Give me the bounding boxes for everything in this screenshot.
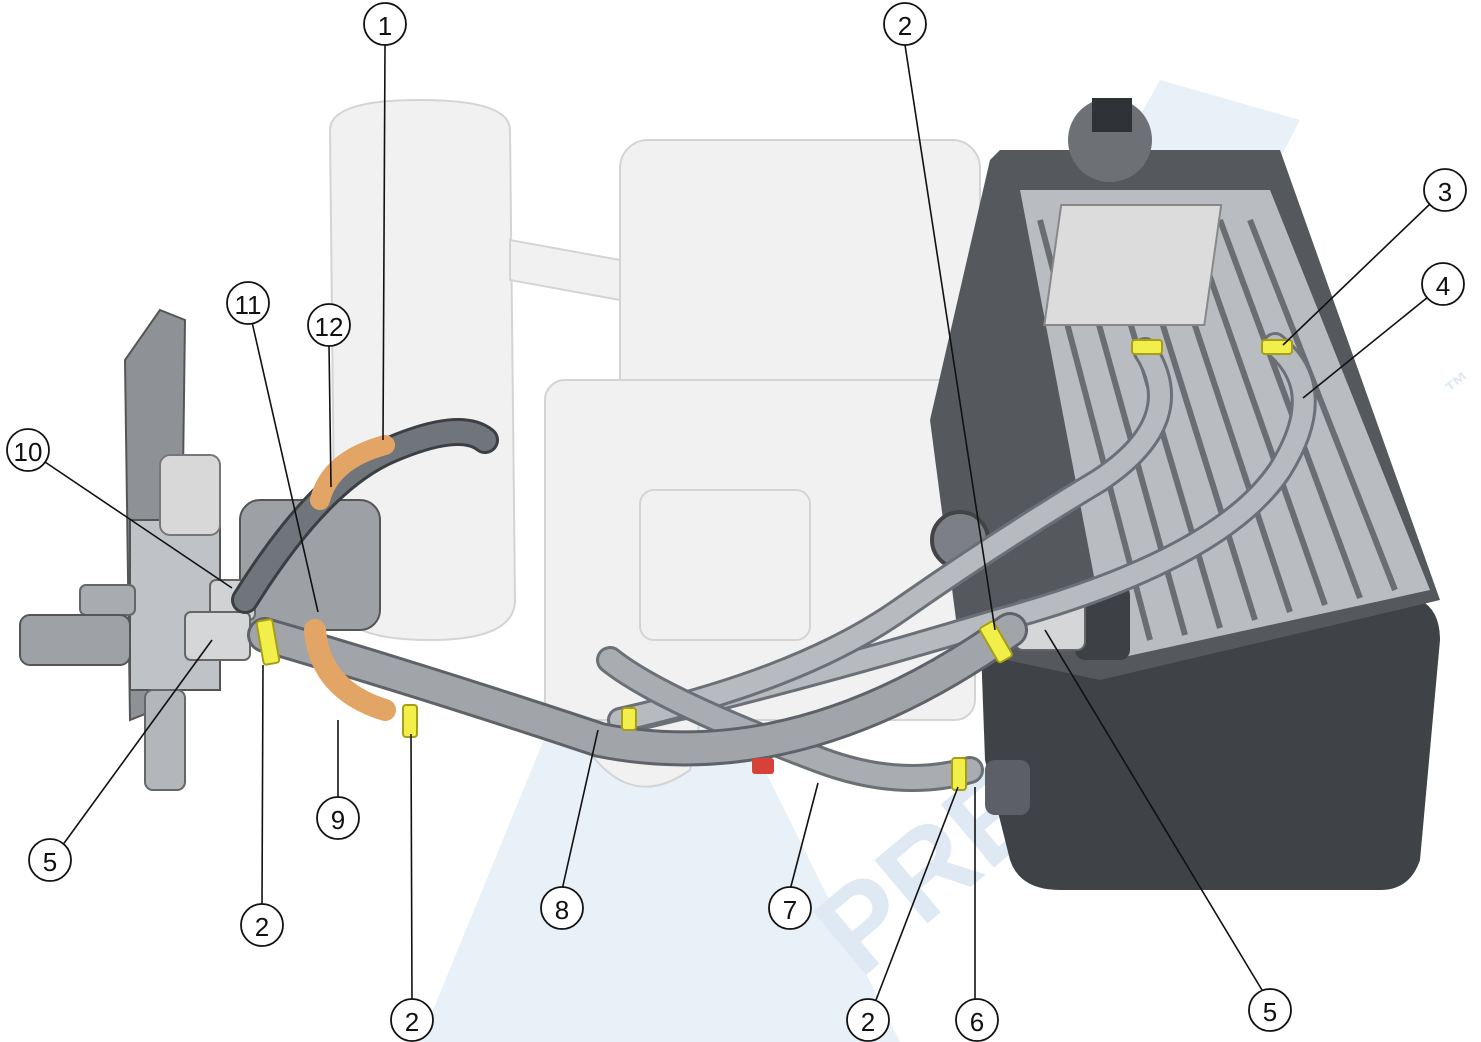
pump-lower-port [985,760,1030,815]
callout-6-label: 6 [970,1007,984,1037]
clamp-4 [1261,339,1293,355]
callout-12: 12 [307,303,351,347]
clamp-center [402,704,418,738]
callout-9: 9 [316,796,360,840]
hoses [231,332,1317,792]
clamp-right-upper [979,620,1013,664]
watermark-tm: ™ [1440,365,1479,405]
callout-7-label: 7 [783,895,797,925]
callout-11: 11 [226,281,270,325]
callout-1-label: 1 [378,11,392,41]
callout-3: 3 [1423,168,1467,212]
callout-10-label: 10 [14,437,43,467]
manifold-block [129,519,221,691]
callout-2-left-label: 2 [255,912,269,942]
left-coupler-lower [19,614,131,666]
bottom-nipple [144,689,186,791]
callout-7: 7 [768,886,812,930]
callout-2-bottom-right: 2 [846,998,890,1042]
red-marker [752,758,774,774]
callout-2-bottom-left-label: 2 [405,1007,419,1037]
callout-8-label: 8 [555,895,569,925]
callout-4-label: 4 [1436,271,1450,301]
pump-motor-top [1092,98,1132,132]
callout-11-label: 11 [235,290,262,320]
callout-8: 8 [540,886,584,930]
callouts: 1 2 3 4 10 11 12 5 2 9 8 7 2 2 6 5 [6,2,1467,1042]
solenoid-valve [159,454,221,536]
hose-7 [599,649,981,789]
callout-5-right: 5 [1248,988,1292,1032]
callout-9-label: 9 [331,805,345,835]
hose-8 [250,615,1025,764]
callout-6: 6 [955,998,999,1042]
clamp-right-lower [951,757,967,791]
vacuum-pump [930,98,1440,890]
callout-4: 4 [1421,262,1465,306]
hose-3 [610,340,1170,730]
callout-2-bottom-left: 2 [390,998,434,1042]
callout-10: 10 [6,428,50,472]
brass-elbow-9 [304,619,396,721]
callout-1: 1 [363,2,407,46]
callout-5-left: 5 [28,838,72,882]
ghost-muffler [328,98,517,642]
callout-5-left-label: 5 [43,847,57,877]
callout-12-label: 12 [315,312,344,342]
clamp-3 [1131,339,1163,355]
ghost-bracket [509,238,621,302]
callout-2-top: 2 [883,2,927,46]
clamp-left [255,618,281,666]
pump-cover-plate [1043,204,1223,326]
left-coupler-upper [79,584,136,616]
callout-5-right-label: 5 [1263,997,1277,1027]
clamp-mid [621,707,637,731]
leader-lines [44,44,1433,1003]
callout-2-bottom-right-label: 2 [861,1007,875,1037]
fitting-5-left [184,611,251,661]
callout-3-label: 3 [1438,177,1452,207]
brass-elbow-12 [310,435,395,510]
ghost-panel [639,489,811,641]
callout-2-top-label: 2 [898,11,912,41]
callout-2-left: 2 [240,903,284,947]
